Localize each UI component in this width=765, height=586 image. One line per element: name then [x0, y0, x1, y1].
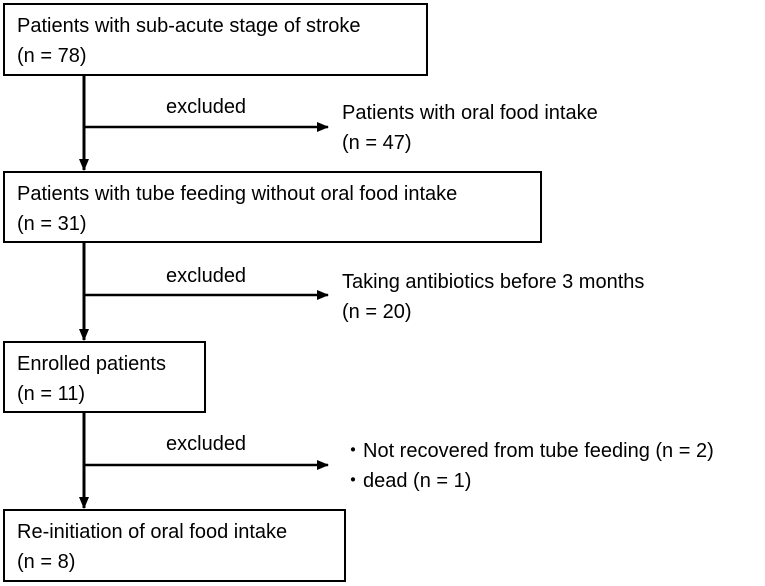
- box-count: (n = 8): [17, 551, 76, 573]
- exclusion-reason: Taking antibiotics before 3 months: [342, 271, 645, 293]
- excluded-label-3: excluded: [166, 433, 247, 455]
- exclusion-text-2: Taking antibiotics before 3 months (n = …: [342, 267, 644, 327]
- exclusion-count: (n = 20): [342, 301, 412, 323]
- exclusion-reason: Patients with oral food intake: [342, 102, 598, 124]
- box-enrolled-patients: Enrolled patients (n = 11): [3, 341, 206, 413]
- box-title: Re-initiation of oral food intake: [17, 521, 288, 543]
- excluded-label-2: excluded: [166, 265, 247, 287]
- box-count: (n = 31): [17, 213, 87, 235]
- box-title: Patients with tube feeding without oral …: [17, 183, 458, 205]
- exclusion-text-1: Patients with oral food intake (n = 47): [342, 98, 598, 158]
- box-reinitiation-oral-intake: Re-initiation of oral food intake (n = 8…: [3, 509, 346, 582]
- exclusion-reason-not-recovered: ・Not recovered from tube feeding (n = 2): [343, 440, 714, 462]
- exclusion-text-3: ・Not recovered from tube feeding (n = 2)…: [343, 436, 714, 496]
- box-count: (n = 11): [17, 383, 85, 405]
- box-title: Enrolled patients: [17, 353, 166, 375]
- exclusion-count: (n = 47): [342, 132, 412, 154]
- exclusion-reason-dead: ・dead (n = 1): [343, 470, 472, 492]
- excluded-label-1: excluded: [166, 96, 247, 118]
- box-title: Patients with sub-acute stage of stroke: [17, 15, 361, 37]
- box-sub-acute-stroke-patients: Patients with sub-acute stage of stroke …: [3, 3, 428, 76]
- box-count: (n = 78): [17, 45, 87, 67]
- box-tube-feeding-patients: Patients with tube feeding without oral …: [3, 171, 542, 243]
